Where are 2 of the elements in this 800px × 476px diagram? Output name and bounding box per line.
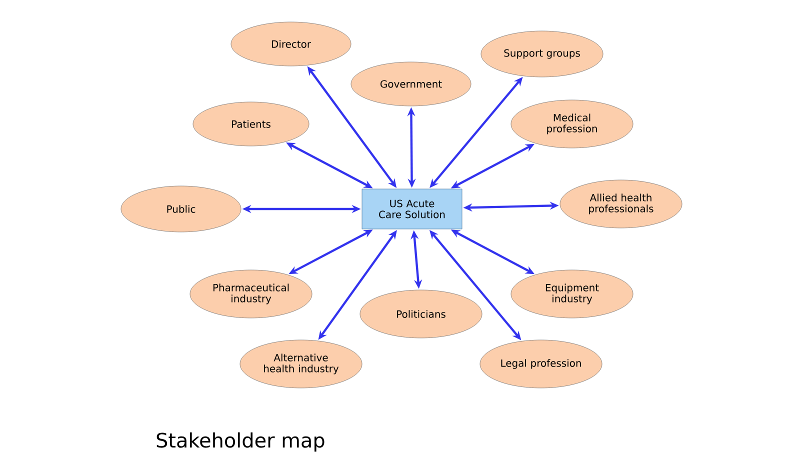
central-box: US Acute Care Solution [362,188,462,230]
title: Stakeholder map [156,432,324,452]
